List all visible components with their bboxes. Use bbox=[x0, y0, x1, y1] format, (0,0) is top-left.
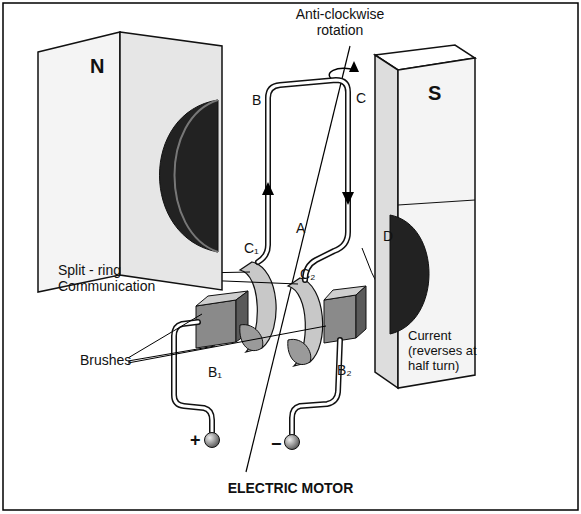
commutator-c2 bbox=[288, 278, 323, 366]
note-label: Current (reverses at half turn) bbox=[408, 328, 498, 373]
part-label: Split - ring Communication bbox=[58, 262, 170, 294]
brush-label: B₂ bbox=[337, 362, 352, 378]
pole-letter: N bbox=[90, 55, 104, 77]
rotation-axis bbox=[246, 46, 350, 472]
terminal-sign: − bbox=[271, 434, 282, 454]
side-letter: C bbox=[356, 90, 366, 106]
commutator-label: C₁ bbox=[244, 240, 259, 256]
commutator-label: C₂ bbox=[300, 266, 316, 282]
brush-label: B₁ bbox=[208, 364, 222, 380]
rotation-label: Anti-clockwise rotation bbox=[280, 6, 400, 38]
brush-b1 bbox=[196, 291, 248, 348]
figure-caption: ELECTRIC MOTOR bbox=[0, 480, 581, 496]
terminal bbox=[205, 433, 220, 448]
armature-coil bbox=[258, 80, 348, 280]
brush-b2 bbox=[324, 286, 366, 343]
terminal-sign: + bbox=[190, 430, 201, 450]
terminal bbox=[285, 435, 300, 450]
rotation-arrowhead bbox=[349, 61, 359, 72]
current-arrow bbox=[262, 182, 274, 195]
side-letter: B bbox=[252, 92, 261, 108]
part-label: Brushes bbox=[80, 352, 131, 368]
pole-letter: S bbox=[428, 82, 441, 104]
side-letter: D bbox=[383, 228, 393, 244]
axis-letter: A bbox=[296, 220, 305, 236]
current-arrow bbox=[342, 192, 354, 205]
frame bbox=[3, 3, 578, 510]
